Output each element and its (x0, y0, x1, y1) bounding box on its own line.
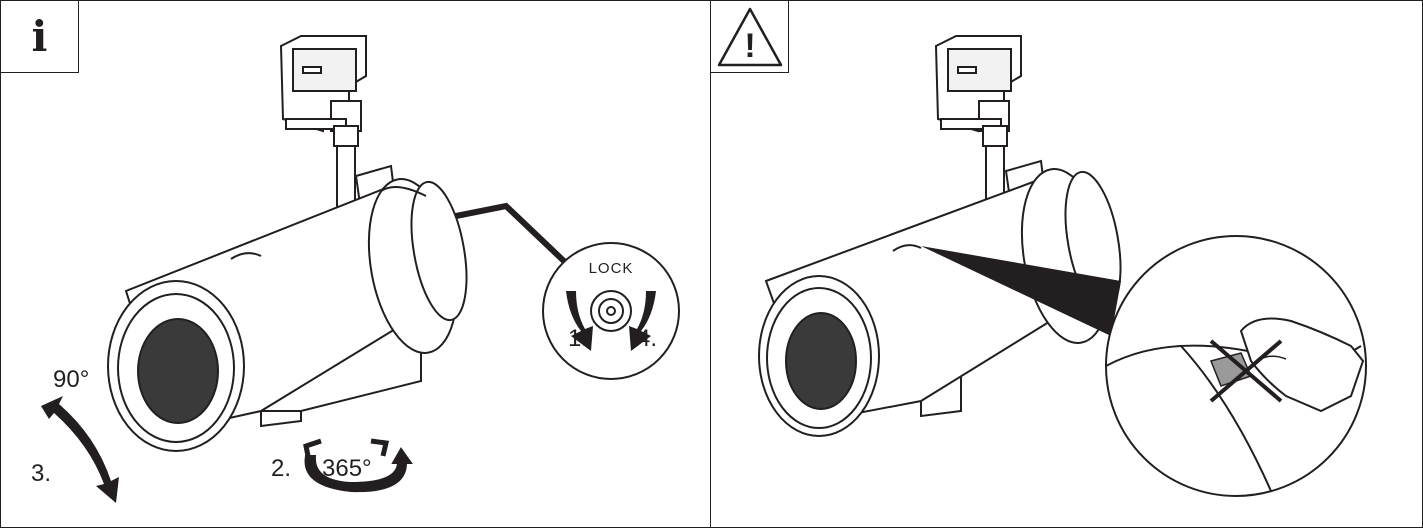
lock-detail-circle: LOCK 1. 4. (542, 242, 680, 380)
lens-ring (107, 280, 245, 452)
warning-panel: ! (710, 0, 1423, 528)
warning-triangle-icon: ! (711, 1, 789, 73)
lock-label: LOCK (589, 260, 634, 277)
info-icon: i (1, 1, 79, 73)
rotate-arrow-icon (303, 438, 413, 493)
tilt-step-label: 3. (31, 460, 51, 487)
track-adapter (279, 35, 367, 133)
spotlight-body (124, 178, 468, 433)
tilt-arrow-icon (41, 396, 119, 503)
track-adapter (934, 35, 1022, 133)
step-4-label: 4. (637, 325, 657, 352)
step-1-label: 1. (568, 325, 588, 352)
detail-leader (921, 246, 1121, 336)
warning-symbol: ! (744, 27, 755, 65)
prohibited-cross-icon (1209, 339, 1283, 403)
finger-icon (1239, 317, 1365, 413)
lens-ring (758, 275, 880, 437)
arrow-lock-right-icon (629, 291, 656, 351)
spotlight-adjustment-illustration: LOCK 1. 4. 90° 3. 2. 365° (31, 35, 680, 503)
detail-leader (455, 202, 569, 266)
rotate-step-label: 2. (271, 455, 291, 482)
info-panel: LOCK 1. 4. 90° 3. 2. 365° i (0, 0, 711, 528)
lens-icon (785, 312, 857, 410)
button-detail-circle (1105, 235, 1367, 497)
tilt-angle-label: 90° (53, 366, 89, 393)
lens-icon (137, 318, 219, 424)
rotate-angle-label: 365° (322, 455, 372, 482)
spotlight-warning-illustration (758, 35, 1367, 497)
arrow-lock-left-icon (566, 291, 593, 351)
